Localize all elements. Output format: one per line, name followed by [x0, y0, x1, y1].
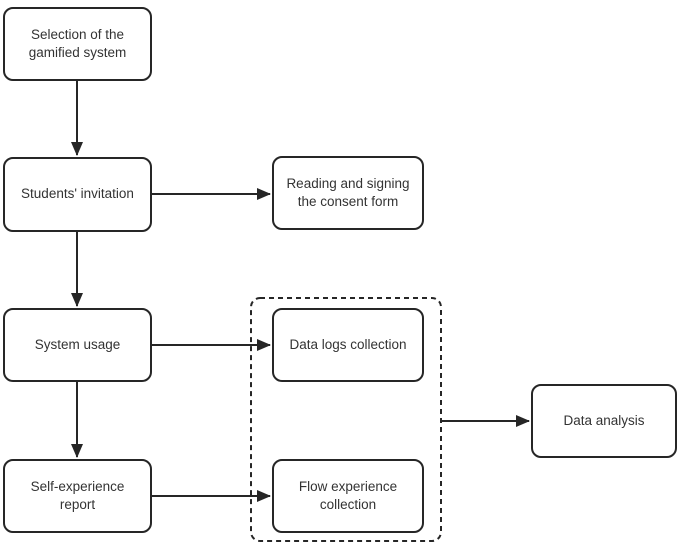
node-reading-signing-consent-form: Reading and signing the consent form [272, 156, 424, 230]
node-label: Students' invitation [21, 186, 134, 202]
node-selection-of-gamified-system: Selection of the gamified system [3, 7, 152, 81]
node-system-usage: System usage [3, 308, 152, 382]
node-students-invitation: Students' invitation [3, 157, 152, 232]
node-label: Data logs collection [289, 336, 407, 352]
node-data-logs-collection: Data logs collection [272, 308, 424, 382]
node-label: Data analysis [563, 412, 645, 428]
node-label: Selection of the gamified system [28, 26, 127, 60]
node-self-experience-report: Self-experience report [3, 459, 152, 533]
node-label: System usage [34, 336, 121, 352]
node-label: Reading and signing the consent form [286, 175, 410, 209]
node-flow-experience-collection: Flow experience collection [272, 459, 424, 533]
node-label: Flow experience collection [298, 478, 398, 512]
node-label: Self-experience report [30, 478, 125, 512]
node-data-analysis: Data analysis [531, 384, 677, 458]
data-collection-group-outline [250, 297, 442, 542]
